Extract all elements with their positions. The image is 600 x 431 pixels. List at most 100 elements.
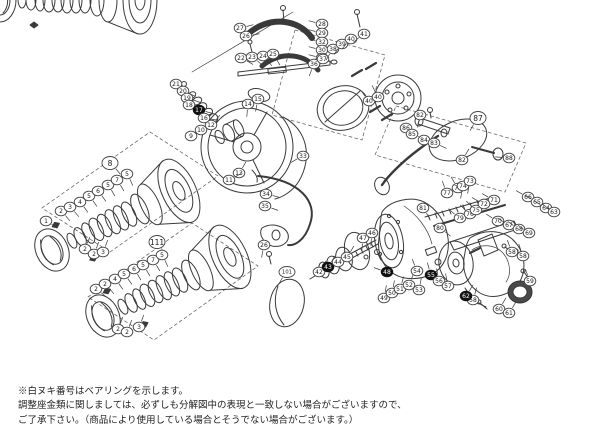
part-callout-28: 28: [308, 18, 329, 30]
footnote-bearing-note: ※白ヌキ番号はベアリングを示します。: [18, 386, 189, 397]
part-callout-55: 55: [424, 262, 438, 281]
part-callout-8: 8: [101, 156, 121, 175]
svg-text:59: 59: [526, 278, 534, 285]
part-callout-16: 16: [197, 112, 218, 124]
svg-text:74: 74: [459, 183, 467, 190]
part-callout-45: 45: [340, 245, 355, 263]
svg-text:51: 51: [396, 286, 404, 293]
svg-text:71: 71: [490, 197, 498, 204]
part-callout-39: 39: [333, 38, 349, 55]
part-callout-15: 15: [251, 93, 265, 112]
svg-text:5: 5: [160, 252, 164, 259]
svg-text:16: 16: [200, 115, 208, 122]
svg-text:20: 20: [179, 88, 187, 95]
part-callout-60: 60: [492, 297, 507, 315]
part-callout-35: 35: [258, 200, 279, 212]
svg-text:39: 39: [338, 41, 346, 48]
svg-text:5: 5: [87, 193, 91, 200]
part-callout-12: 12: [204, 114, 221, 131]
footnote-washer-note-line1: 調整座金類に関しましては、必ずしも分解図中の表現と一致しない場合がございますので…: [18, 400, 407, 411]
part-callout-61: 61: [502, 301, 517, 319]
part-callout-2: 2: [98, 278, 115, 295]
svg-text:40: 40: [365, 98, 373, 105]
bail-release-rod: [237, 59, 338, 77]
part-callout-7: 7: [146, 254, 161, 272]
part-callout-46: 46: [365, 227, 379, 246]
part-callout-1: 1: [39, 215, 58, 229]
svg-text:17: 17: [195, 107, 203, 114]
part-callout-2: 2: [78, 236, 92, 255]
svg-text:3: 3: [137, 324, 141, 331]
handle-assembly: [374, 107, 504, 196]
svg-text:38: 38: [329, 46, 337, 53]
part-callout-2: 2: [89, 283, 107, 298]
svg-text:45: 45: [343, 254, 351, 261]
svg-text:5: 5: [106, 182, 110, 189]
svg-text:5: 5: [122, 271, 126, 278]
svg-text:4: 4: [113, 276, 117, 283]
part-callout-54: 54: [410, 258, 424, 277]
part-callout-17: 17: [192, 104, 213, 116]
spool-assembly: [0, 0, 158, 35]
svg-text:2: 2: [94, 286, 98, 293]
svg-text:3: 3: [101, 249, 105, 256]
svg-text:85: 85: [408, 131, 416, 138]
part-callout-5: 5: [117, 268, 133, 285]
svg-text:67: 67: [505, 222, 513, 229]
rotor-brake-assembly: [316, 61, 422, 131]
part-callout-43: 43: [321, 255, 336, 273]
svg-text:2: 2: [116, 326, 120, 333]
part-callout-26: 26: [239, 30, 260, 42]
part-callout-71: 71: [481, 193, 501, 206]
svg-text:53: 53: [415, 287, 423, 294]
part-callout-34: 34: [259, 188, 280, 200]
spare-handle-knob: [269, 278, 305, 328]
part-callout-48: 48: [373, 266, 394, 278]
svg-text:14: 14: [244, 101, 252, 108]
part-callout-63: 63: [542, 204, 561, 218]
part-callout-40: 40: [360, 90, 376, 107]
svg-text:79: 79: [456, 215, 464, 222]
part-callout-83: 83: [427, 137, 447, 149]
svg-text:22: 22: [237, 55, 245, 62]
svg-text:46: 46: [368, 230, 376, 237]
svg-text:3: 3: [68, 204, 72, 211]
svg-text:4: 4: [78, 199, 82, 206]
svg-text:7: 7: [115, 177, 119, 184]
svg-text:54: 54: [413, 268, 421, 275]
svg-text:2: 2: [103, 281, 107, 288]
svg-text:25: 25: [269, 51, 277, 58]
svg-text:68: 68: [515, 226, 523, 233]
svg-text:11: 11: [225, 177, 233, 184]
svg-text:2: 2: [125, 329, 129, 336]
part-callout-41: 41: [353, 28, 371, 43]
svg-text:37: 37: [319, 56, 327, 63]
footnote-washer-note-line2: ご了承下さい。（商品により使用している場合とそうでない場合がございます。）: [18, 415, 359, 426]
part-callout-7: 7: [110, 174, 125, 192]
part-callout-87: 87: [469, 111, 487, 131]
part-callout-3: 3: [63, 201, 80, 218]
part-callout-5: 5: [82, 190, 98, 207]
svg-text:6: 6: [132, 266, 136, 273]
part-callout-59: 59: [523, 268, 537, 287]
svg-text:30: 30: [318, 47, 326, 54]
svg-text:58: 58: [469, 297, 477, 304]
svg-text:44: 44: [334, 259, 342, 266]
part-callout-57: 57: [441, 273, 455, 292]
part-callout-4: 4: [108, 273, 124, 290]
part-callout-4: 4: [73, 196, 89, 213]
part-callout-88: 88: [495, 152, 516, 164]
svg-text:18: 18: [185, 102, 193, 109]
part-callout-26: 26: [257, 239, 271, 258]
part-callout-82: 82: [413, 109, 427, 128]
svg-text:40: 40: [347, 36, 355, 43]
rotor-brake-box: [271, 29, 386, 141]
svg-text:83: 83: [430, 140, 438, 147]
part-callout-67: 67: [497, 217, 516, 231]
part-callout-32: 32: [308, 36, 329, 48]
part-callout-10: 10: [194, 119, 211, 136]
svg-text:26: 26: [242, 33, 250, 40]
part-callout-62: 62: [459, 284, 474, 302]
